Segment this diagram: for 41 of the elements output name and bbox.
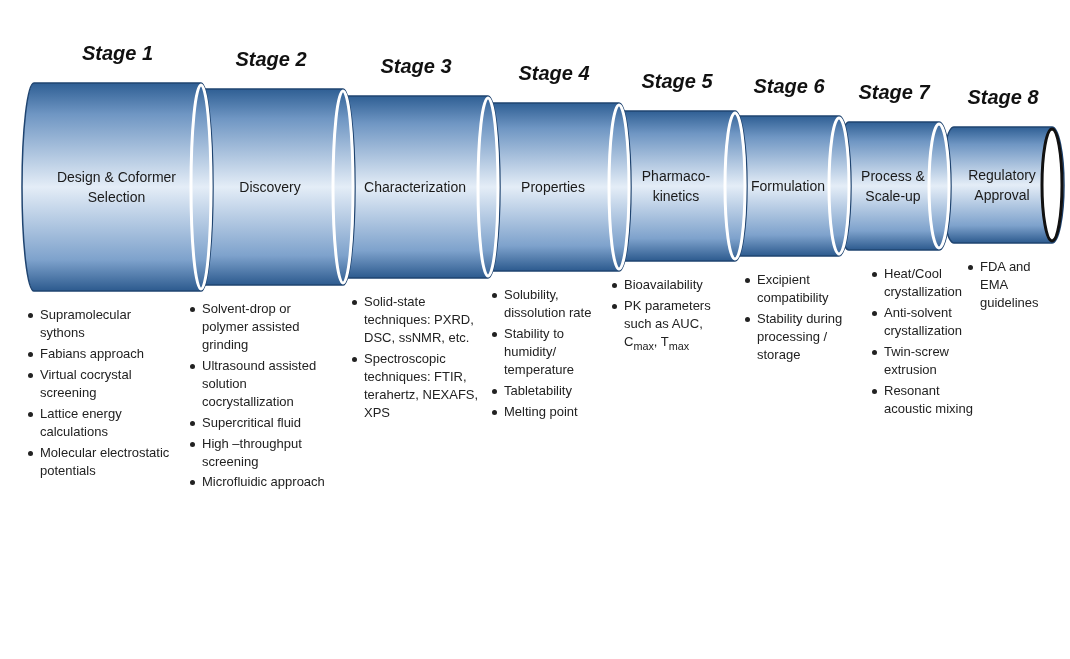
stage-title: Pharmaco- kinetics [640,166,712,206]
bullet-point-text: Solvent-drop or polymer assisted grinding [202,301,300,352]
bullet-point-text: PK parameters such as AUC, C$_{max}$, T$_{max}$ [624,297,711,349]
bullet-point-text: Bioavailability [624,277,703,292]
bullet-point-text: Twin-screw extrusion [884,343,949,377]
bullet-point-text: Stability to humidity/ temperature [504,325,575,377]
bullet-point-text: Virtual cocrystal screening [40,366,132,400]
bullet-point-text: Excipient compatibility [757,272,829,305]
bullet-point-text: Supercritical fluid [202,414,301,430]
bullet-point-text: Tabletability [504,382,572,398]
stage-label: Stage 1 [80,42,155,65]
stage-title: Process & Scale-up [861,166,925,206]
stage-title: Design & Coformer Selection [55,167,177,207]
stage-label: Stage 6 [752,75,826,98]
stage-label: Stage 2 [234,48,308,71]
stage-label: Stage 5 [640,70,714,93]
stage-label: Stage 3 [379,55,453,78]
bullet-point-text: Spectroscopic techniques: FTIR, terahertz, NEXAFS, XPS [364,350,479,420]
bullet-point-text: Fabians approach [40,345,145,361]
stage-title: Characterization [363,177,467,197]
bullet-point-text: Ultrasound assisted solution cocrystallization [202,357,317,409]
bullet-point-text: Molecular electrostatic potentials [40,444,170,478]
stage-label: Stage 4 [517,62,591,85]
stage-title: Regulatory Approval [967,165,1037,205]
bullet-point-text: Solubility, dissolution rate [504,287,592,320]
bullet-point-text: Lattice energy calculations [40,405,122,439]
bullet-point-text: Microfluidic approach [202,474,325,490]
stage-label: Stage 8 [966,86,1040,109]
stage-title: Formulation [751,176,825,196]
bullet-point-text: Heat/Cool crystallization [884,266,963,299]
bullet-point-text: Supramolecular sythons [40,307,132,340]
stage-title: Discovery [238,177,302,197]
bullet-point-text: Resonant acoustic mixing [884,382,973,416]
bullet-point-text: Solid-state techniques: PXRD, DSC, ssNMR, etc. [364,294,474,345]
bullet-point-text: Anti-solvent crystallization [884,304,963,338]
bullet-point-text: Melting point [504,403,578,419]
stage-title: Properties [520,177,586,197]
bullet-point-text: FDA and EMA guidelines [980,259,1039,310]
bullet-point-text: High –throughput screening [202,435,302,469]
stage-label: Stage 7 [857,81,932,104]
bullet-point-text: Stability during processing / storage [757,310,843,362]
